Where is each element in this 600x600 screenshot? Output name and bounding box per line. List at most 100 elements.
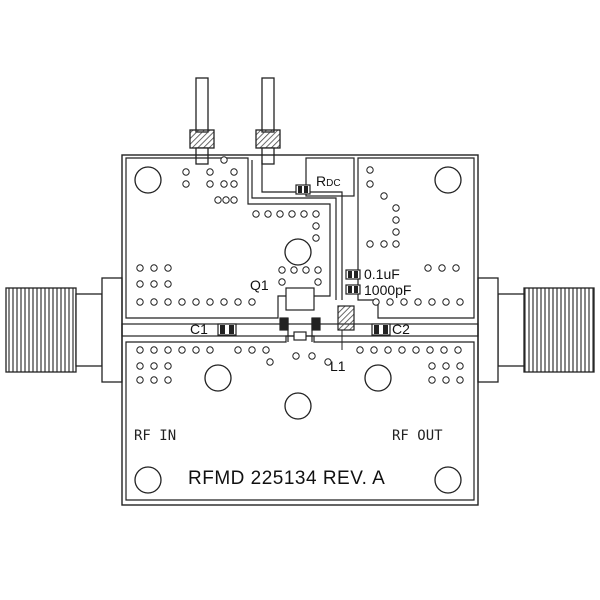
via: [136, 280, 144, 288]
via: [252, 210, 260, 218]
via: [428, 376, 436, 384]
via: [150, 362, 158, 370]
via: [392, 240, 400, 248]
via: [386, 298, 394, 306]
via: [454, 346, 462, 354]
via: [220, 180, 228, 188]
via: [314, 278, 322, 286]
via: [206, 168, 214, 176]
via: [312, 210, 320, 218]
via: [234, 346, 242, 354]
via: [164, 376, 172, 384]
rf-in-label: RF IN: [134, 428, 176, 444]
via: [230, 196, 238, 204]
via: [234, 298, 242, 306]
via: [182, 180, 190, 188]
q1-label: Q1: [250, 277, 269, 293]
via: [192, 346, 200, 354]
ground-plane-top-right: [357, 157, 475, 319]
via: [262, 346, 270, 354]
via: [442, 298, 450, 306]
pcb-outline: [121, 154, 479, 506]
via: [290, 266, 298, 274]
via-array: [136, 156, 464, 384]
cap-0.1uF: [345, 269, 361, 280]
via: [230, 180, 238, 188]
via: [150, 298, 158, 306]
via: [164, 298, 172, 306]
sma-connector-in: [5, 277, 123, 383]
via: [456, 376, 464, 384]
via: [370, 346, 378, 354]
via: [164, 362, 172, 370]
via: [276, 210, 284, 218]
rf-out-label: RF OUT: [392, 428, 443, 444]
via: [248, 346, 256, 354]
via: [292, 352, 300, 360]
cap-0.1uF-label: 0.1uF: [364, 266, 400, 282]
rdc-label: RDC: [316, 173, 341, 189]
via: [428, 298, 436, 306]
rdc-resistor: [295, 184, 311, 195]
via: [412, 346, 420, 354]
via: [312, 234, 320, 242]
via: [206, 180, 214, 188]
via: [136, 346, 144, 354]
via: [456, 362, 464, 370]
via: [302, 266, 310, 274]
via: [380, 240, 388, 248]
via: [324, 358, 332, 366]
via: [150, 280, 158, 288]
via: [456, 298, 464, 306]
via: [178, 346, 186, 354]
via: [288, 210, 296, 218]
board-title: RFMD 225134 REV. A: [188, 468, 385, 489]
via: [222, 196, 230, 204]
via: [398, 346, 406, 354]
via: [150, 264, 158, 272]
via: [164, 280, 172, 288]
l1-label: L1: [330, 358, 346, 374]
via: [366, 180, 374, 188]
ground-plane-bottom: [125, 335, 475, 501]
dc-header-pin-left: [189, 77, 215, 165]
via: [136, 298, 144, 306]
via: [308, 352, 316, 360]
via: [384, 346, 392, 354]
rdc-pad-area: [305, 157, 355, 197]
via: [206, 346, 214, 354]
via: [440, 346, 448, 354]
via: [206, 298, 214, 306]
via: [150, 346, 158, 354]
transistor-q1: [279, 287, 321, 341]
via: [442, 376, 450, 384]
sma-connector-out: [477, 277, 595, 383]
via: [220, 156, 228, 164]
via: [178, 298, 186, 306]
mounting-holes: [134, 166, 462, 494]
via: [392, 216, 400, 224]
via: [366, 166, 374, 174]
via: [220, 298, 228, 306]
via: [230, 168, 238, 176]
via: [214, 196, 222, 204]
via: [414, 298, 422, 306]
dc-header-pin-right: [255, 77, 281, 165]
via: [442, 362, 450, 370]
via: [182, 168, 190, 176]
via: [164, 346, 172, 354]
cap-1000pF-label: 1000pF: [364, 282, 411, 298]
via: [248, 298, 256, 306]
via: [136, 264, 144, 272]
via: [314, 266, 322, 274]
via: [424, 264, 432, 272]
via: [264, 210, 272, 218]
via: [380, 192, 388, 200]
cap-1000pF: [345, 284, 361, 295]
ground-plane-top-left: [125, 157, 331, 319]
c2-label: C2: [392, 321, 410, 337]
via: [366, 240, 374, 248]
c1-label: C1: [190, 321, 208, 337]
via: [164, 264, 172, 272]
